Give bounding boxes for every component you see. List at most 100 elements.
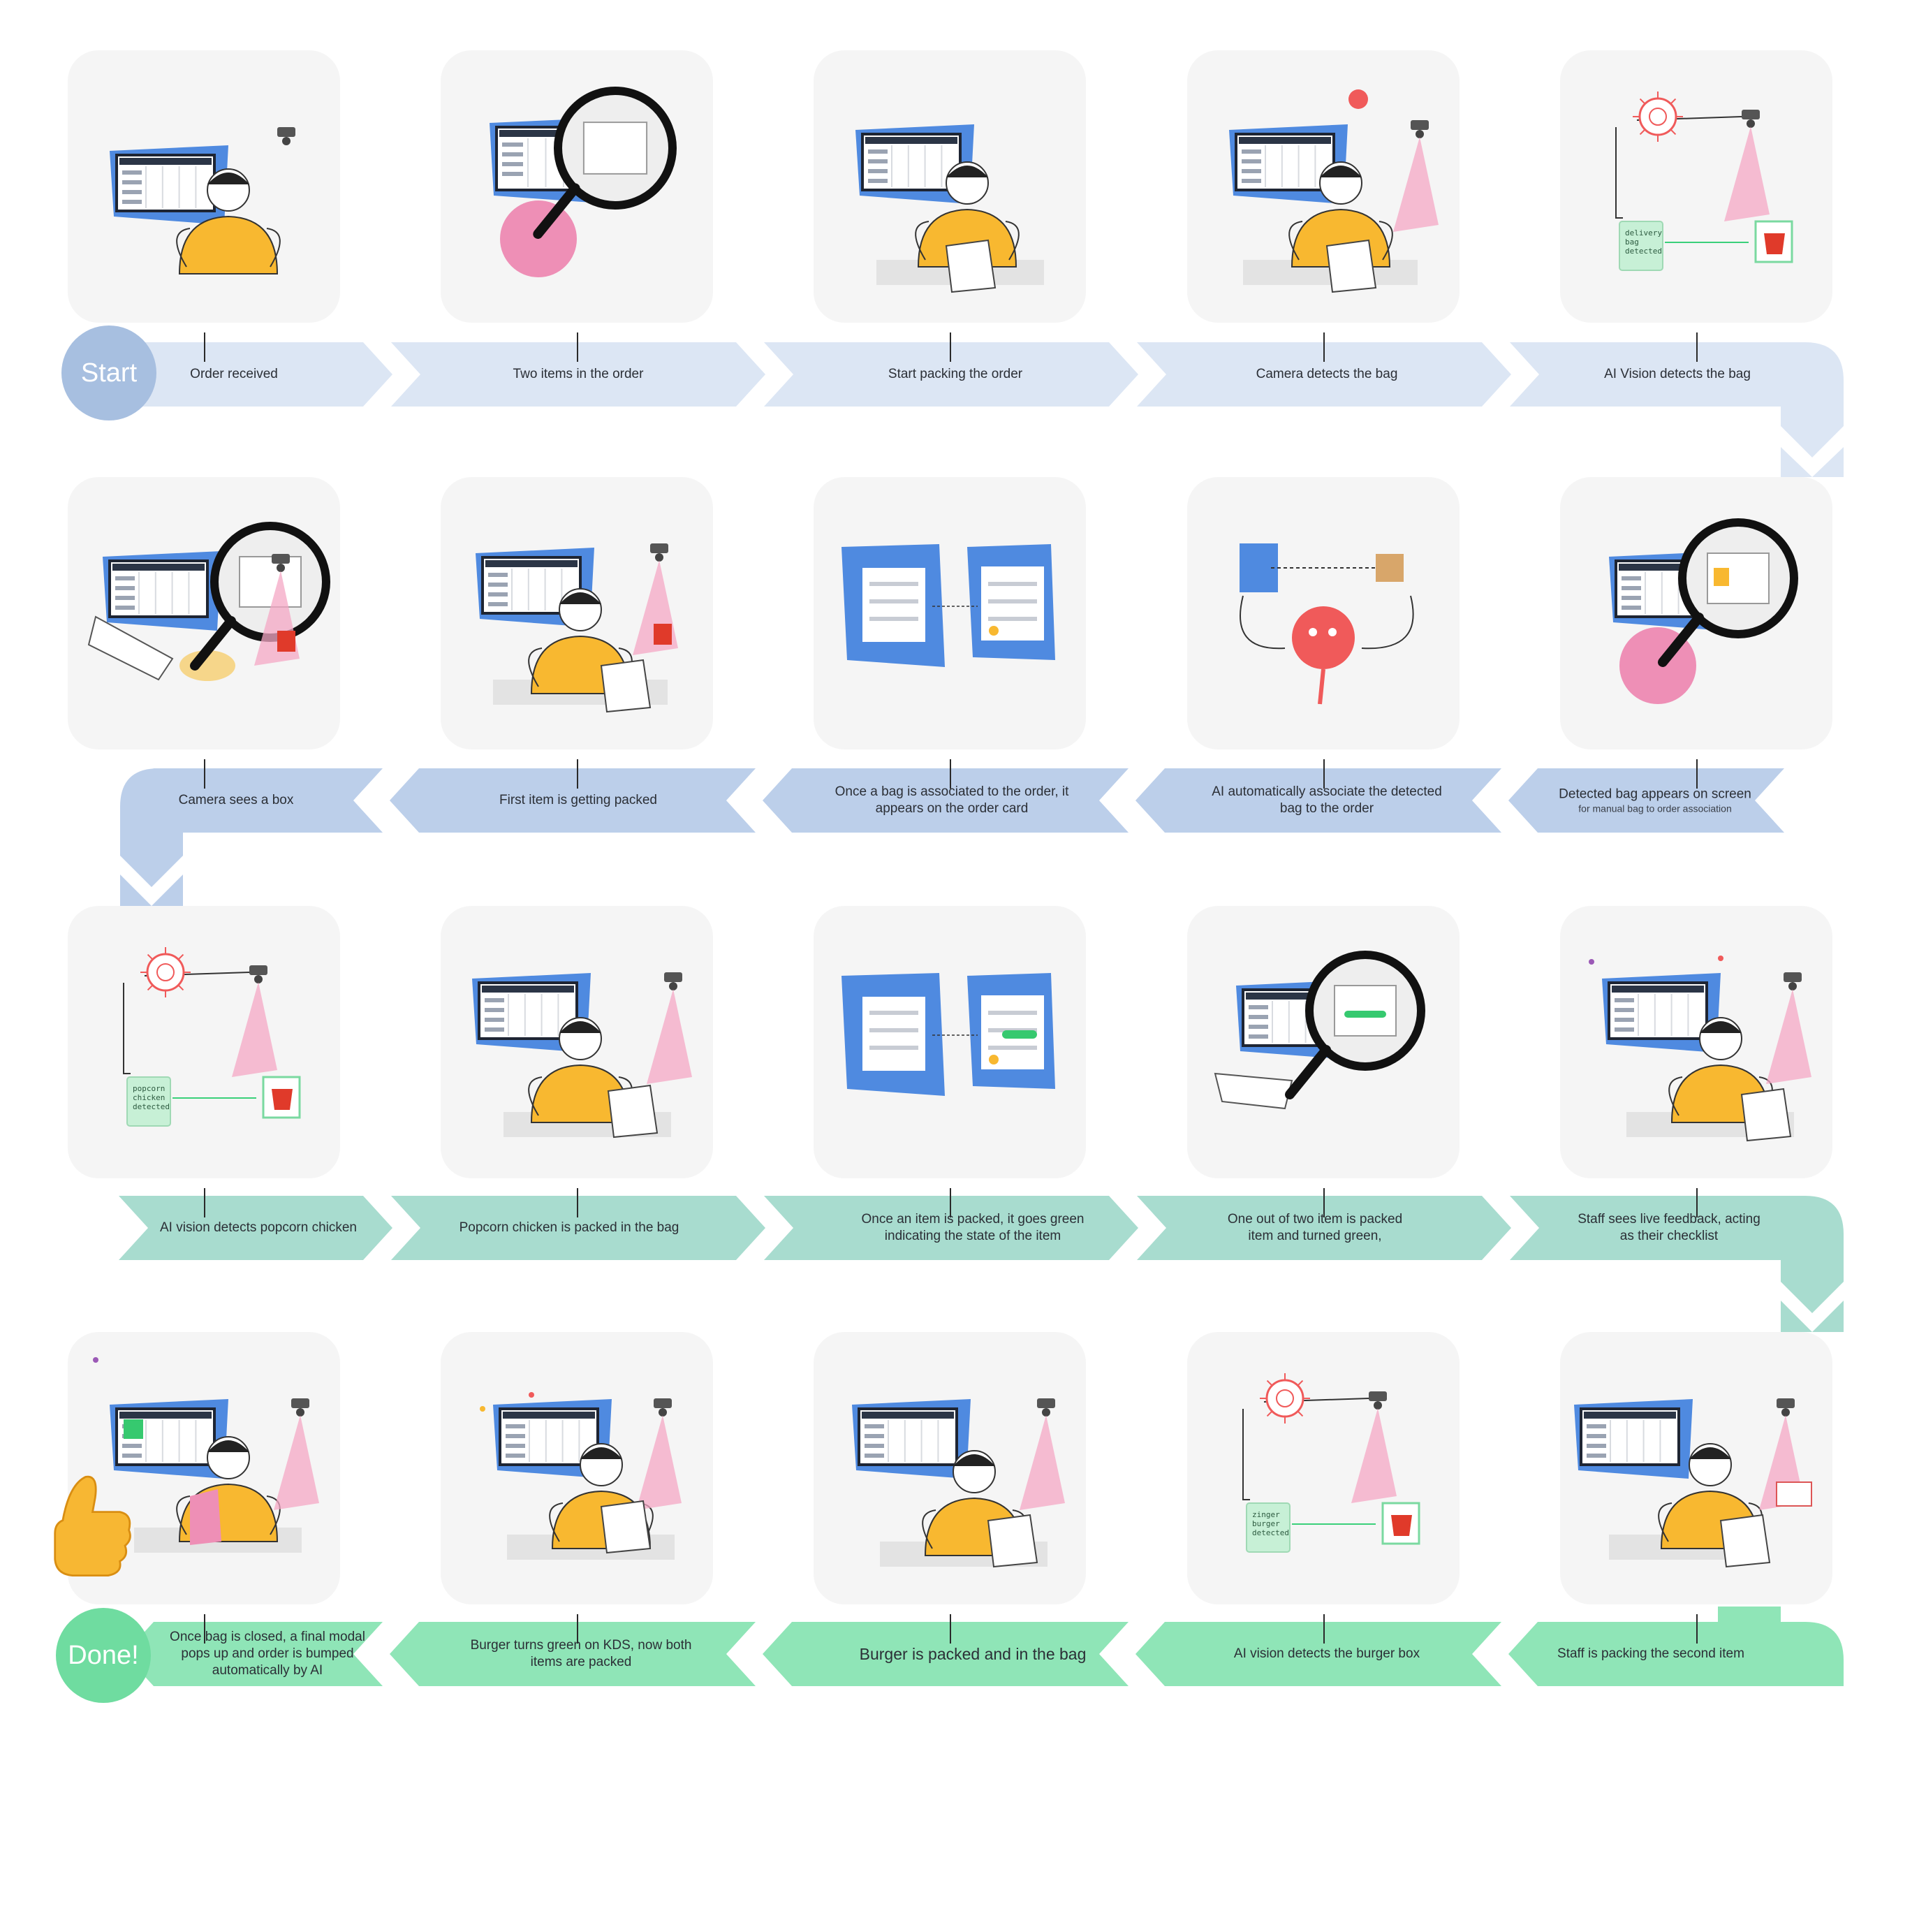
step-label-line: Start packing the order — [888, 367, 1023, 381]
step-connector — [204, 332, 205, 362]
thumbs-up-emoji-icon — [54, 1475, 131, 1577]
done-badge: Done! — [56, 1608, 151, 1703]
flow-segment — [1137, 342, 1511, 407]
step-card — [68, 477, 340, 749]
step-label-line: item and turned green, — [1248, 1229, 1382, 1243]
flow-segment — [119, 342, 392, 407]
packing-second-icon — [1574, 1398, 1812, 1568]
flow-segment — [1135, 768, 1501, 833]
flow-turn-right-3 — [1746, 1196, 1844, 1332]
step-connector — [1696, 1188, 1698, 1217]
step-label-line: Order received — [190, 367, 278, 381]
step-card — [68, 1332, 340, 1604]
flow-segment — [764, 1196, 1138, 1260]
step-label-line: Detected bag appears on screen — [1559, 786, 1751, 802]
step-label-line: Burger is packed and in the bag — [859, 1645, 1087, 1663]
packing-person-icon — [855, 124, 1044, 293]
celebrate-screen-icon — [480, 1392, 682, 1560]
step-card — [814, 906, 1086, 1178]
flow-segment — [763, 1622, 1129, 1686]
flow-segment — [124, 768, 383, 833]
step-connector — [950, 332, 951, 362]
flow-segment — [1137, 1196, 1511, 1260]
step-card — [814, 477, 1086, 749]
step-card — [441, 906, 713, 1178]
flow-segment — [124, 1622, 383, 1686]
step-label: AI Vision detects the bag — [1604, 366, 1751, 383]
step-connector — [1323, 1188, 1325, 1217]
flow-turn-right-4 — [1718, 1607, 1844, 1686]
step-label-line: indicating the state of the item — [884, 1229, 1061, 1243]
packing-item-icon — [476, 543, 678, 713]
step-label-line: One out of two item is packed — [1227, 1212, 1403, 1227]
start-badge-label: Start — [80, 358, 138, 388]
step-label: Camera detects the bag — [1256, 366, 1398, 383]
step-label-line: automatically by AI — [212, 1663, 323, 1678]
step-label-line: pops up and order is bumped — [181, 1646, 354, 1661]
step-label-line: AI Vision detects the bag — [1604, 367, 1751, 381]
step-card — [1560, 906, 1832, 1178]
step-label: Once a bag is associated to the order, i… — [835, 784, 1069, 817]
step-card — [1187, 477, 1460, 749]
step-label-line: appears on the order card — [875, 801, 1029, 816]
ai-mascot-icon — [1240, 543, 1414, 705]
step-card — [1560, 1332, 1832, 1604]
flow-segment — [391, 342, 765, 407]
step-label-line: items are packed — [530, 1655, 632, 1669]
step-connector — [1696, 332, 1698, 362]
step-connector — [1696, 1614, 1698, 1644]
step-connector — [1323, 1614, 1325, 1644]
step-label-line: Once an item is packed, it goes green — [861, 1212, 1085, 1227]
step-label: Start packing the order — [888, 366, 1022, 383]
step-connector — [204, 1188, 205, 1217]
step-label-line: Burger turns green on KDS, now both — [470, 1638, 692, 1653]
flow-segment — [764, 342, 1138, 407]
flow-turn-left-2 — [120, 768, 183, 906]
live-feedback-icon — [1589, 956, 1811, 1142]
flow-segment — [1135, 1622, 1501, 1686]
step-label-line: AI automatically associate the detected — [1212, 784, 1442, 799]
step-label: One out of two item is packed item and tu… — [1228, 1211, 1402, 1245]
step-connector — [950, 1188, 951, 1217]
step-card — [1187, 906, 1460, 1178]
step-connector — [950, 759, 951, 789]
start-badge: Start — [61, 325, 156, 420]
step-label-line: Two items in the order — [513, 367, 644, 381]
step-label: Burger is packed and in the bag — [860, 1646, 1087, 1662]
flow-segment — [119, 1196, 392, 1260]
step-connector — [577, 1614, 578, 1644]
flow-segment — [390, 1622, 756, 1686]
step-label: Staff is packing the second item — [1557, 1646, 1744, 1662]
step-label: Once an item is packed, it goes green ind… — [862, 1211, 1085, 1245]
done-badge-label: Done! — [68, 1640, 139, 1670]
step-card — [68, 50, 340, 323]
step-label-line: Staff sees live feedback, acting — [1578, 1212, 1760, 1227]
flow-turn-right-1 — [1721, 342, 1844, 477]
step-card — [1560, 477, 1832, 749]
magnifier-order-icon — [490, 87, 677, 277]
step-connector — [1323, 332, 1325, 362]
step-sublabel: for manual bag to order association — [1578, 803, 1732, 814]
thumbs-up-icon — [93, 1357, 319, 1553]
step-label-line: Camera sees a box — [178, 793, 294, 807]
step-connector — [577, 1188, 578, 1217]
order-cards-icon — [841, 544, 1055, 667]
step-label: Camera sees a box — [179, 792, 294, 809]
packing-burger-icon — [852, 1398, 1065, 1568]
step-label-line: Popcorn chicken is packed in the bag — [459, 1220, 679, 1235]
flow-segment — [390, 768, 756, 833]
flow-segment — [1508, 768, 1784, 833]
step-connector — [950, 1614, 951, 1644]
step-card — [814, 50, 1086, 323]
